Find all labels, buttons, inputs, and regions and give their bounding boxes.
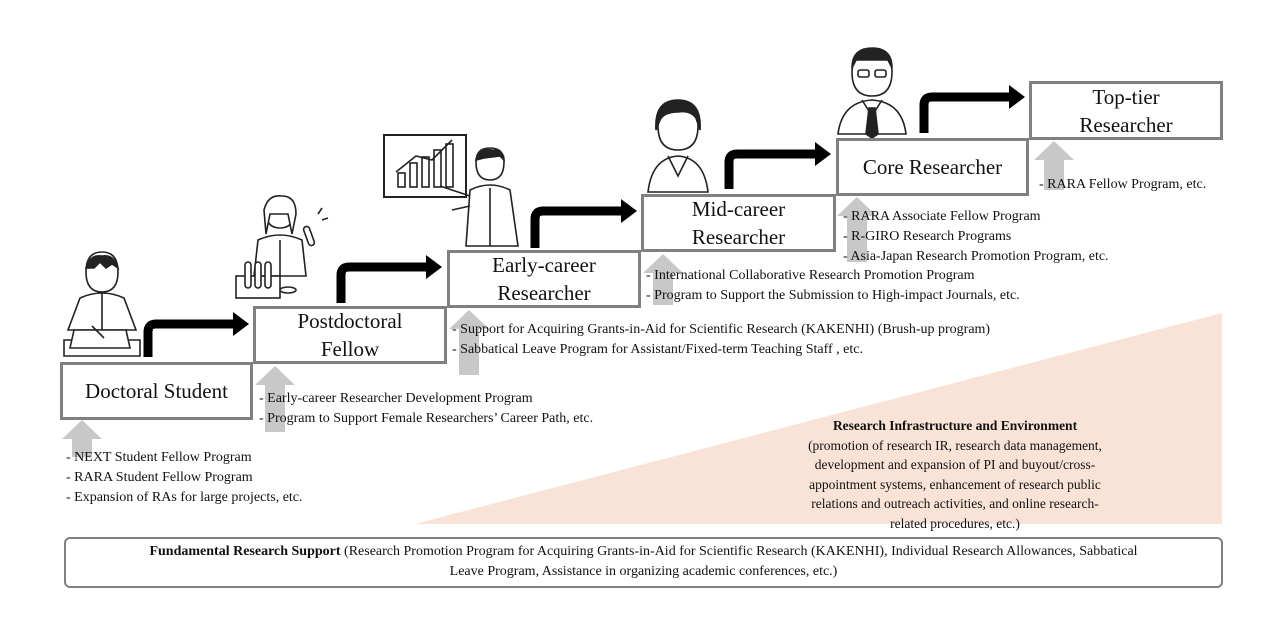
program-item: - RARA Student Fellow Program [66, 468, 303, 488]
student-writing-icon [64, 252, 140, 356]
program-item: - RARA Associate Fellow Program [843, 207, 1109, 227]
programs-early-career: - Support for Acquiring Grants-in-Aid fo… [452, 320, 990, 360]
stage-label: Top-tier [1079, 83, 1172, 111]
senior-researcher-icon [838, 48, 906, 138]
fundamental-research-support-box: Fundamental Research Support (Research P… [64, 537, 1223, 588]
programs-mid-career: - International Collaborative Research P… [646, 266, 1020, 306]
infrastructure-line: related procedures, etc.) [770, 514, 1140, 534]
programs-doctoral: - NEXT Student Fellow Program - RARA Stu… [66, 448, 303, 508]
program-item: - Early-career Researcher Development Pr… [259, 389, 593, 409]
program-item: - Sabbatical Leave Program for Assistant… [452, 340, 990, 360]
step-arrow-1-head [233, 312, 249, 336]
stage-label: Postdoctoral [298, 307, 403, 335]
stage-mid-career-researcher: Mid-career Researcher [641, 194, 836, 252]
infrastructure-line: relations and outreach activities, and o… [770, 494, 1140, 514]
programs-postdoc: - Early-career Researcher Development Pr… [259, 389, 593, 429]
step-arrow-2 [341, 267, 426, 303]
stage-label: Researcher [492, 279, 596, 307]
stage-core-researcher: Core Researcher [836, 138, 1029, 196]
fundamental-text-line1: (Research Promotion Program for Acquirin… [341, 544, 1138, 559]
program-item: - International Collaborative Research P… [646, 266, 1020, 286]
step-arrow-3 [535, 211, 621, 248]
infrastructure-title: Research Infrastructure and Environment [770, 416, 1140, 436]
step-arrow-5 [924, 97, 1009, 133]
step-arrow-3-head [621, 199, 637, 223]
program-item: - NEXT Student Fellow Program [66, 448, 303, 468]
programs-top-tier: - RARA Fellow Program, etc. [1039, 175, 1206, 195]
step-arrow-4-head [815, 142, 831, 166]
step-arrow-5-head [1009, 85, 1025, 109]
program-item: - Asia-Japan Research Promotion Program,… [843, 247, 1109, 267]
program-item: - R-GIRO Research Programs [843, 227, 1109, 247]
stage-label: Core Researcher [863, 153, 1002, 181]
stage-postdoctoral-fellow: Postdoctoral Fellow [253, 306, 447, 364]
program-item: - Program to Support Female Researchers’… [259, 409, 593, 429]
stage-label: Fellow [298, 335, 403, 363]
stage-early-career-researcher: Early-career Researcher [447, 250, 641, 308]
stage-label: Researcher [1079, 111, 1172, 139]
stage-label: Researcher [692, 223, 785, 251]
infrastructure-line: development and expansion of PI and buyo… [770, 455, 1140, 475]
program-item: - Program to Support the Submission to H… [646, 286, 1020, 306]
programs-core: - RARA Associate Fellow Program - R-GIRO… [843, 207, 1109, 267]
stage-label: Early-career [492, 251, 596, 279]
stage-label: Mid-career [692, 195, 785, 223]
step-arrow-2-head [426, 255, 442, 279]
program-item: - Support for Acquiring Grants-in-Aid fo… [452, 320, 990, 340]
woman-researcher-icon [648, 100, 708, 192]
stage-label: Doctoral Student [85, 377, 228, 405]
fundamental-text-line2: Leave Program, Assistance in organizing … [76, 562, 1211, 582]
infrastructure-line: (promotion of research IR, research data… [770, 436, 1140, 456]
infrastructure-line: appointment systems, enhancement of rese… [770, 475, 1140, 495]
presenter-chart-icon [384, 135, 518, 246]
scientist-lab-icon [236, 196, 328, 298]
stage-top-tier-researcher: Top-tier Researcher [1029, 81, 1223, 140]
step-arrow-1 [148, 324, 233, 357]
fundamental-title: Fundamental Research Support [149, 544, 340, 559]
program-item: - Expansion of RAs for large projects, e… [66, 488, 303, 508]
program-item: - RARA Fellow Program, etc. [1039, 175, 1206, 195]
stage-doctoral-student: Doctoral Student [60, 362, 253, 420]
research-infrastructure-text: Research Infrastructure and Environment … [770, 416, 1140, 533]
step-arrow-4 [729, 154, 815, 189]
